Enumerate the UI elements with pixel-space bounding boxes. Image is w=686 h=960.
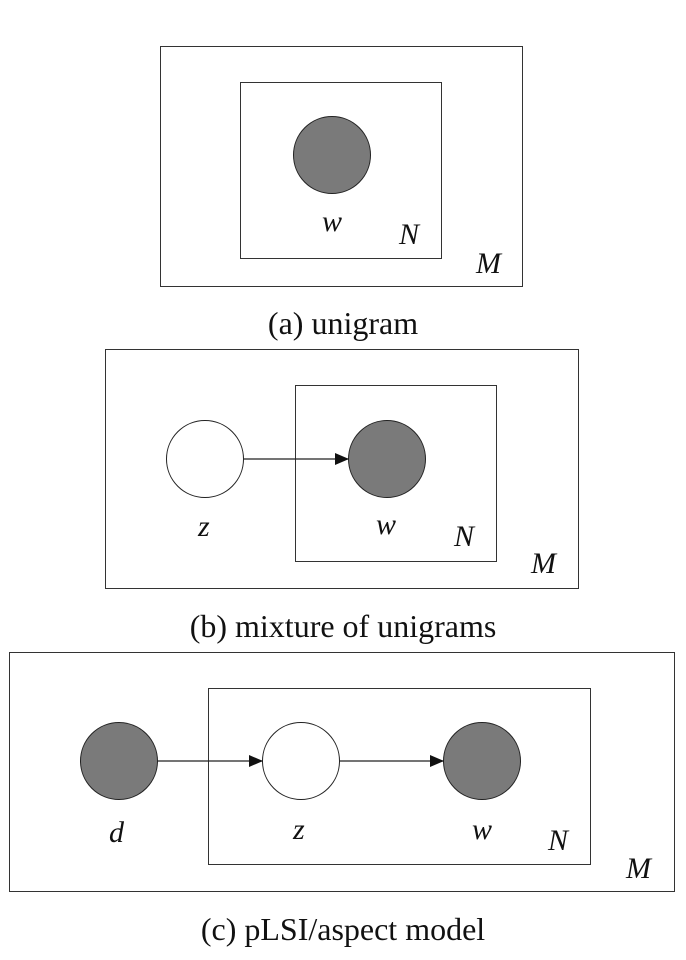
panel-c-label-d: d xyxy=(109,816,124,849)
panel-c-label-w: w xyxy=(472,813,493,846)
panel-c-label-z: z xyxy=(293,813,305,846)
panel-a-label-N: N xyxy=(399,218,420,251)
panel-c-plate-M xyxy=(9,652,675,892)
panel-b-node-z xyxy=(166,420,244,498)
panel-a-label-M: M xyxy=(476,247,501,280)
panel-a-node-w xyxy=(293,116,371,194)
panel-b-label-N: N xyxy=(454,520,475,553)
panel-c-caption: (c) pLSI/aspect model xyxy=(200,911,486,947)
panel-b-label-z: z xyxy=(198,510,210,543)
panel-a-plate-N xyxy=(240,82,442,259)
panel-a-label-w: w xyxy=(322,205,343,238)
panel-b-node-w xyxy=(348,420,426,498)
panel-b-plate-M xyxy=(105,349,579,589)
panel-c-node-z xyxy=(262,722,340,800)
panel-c-label-M: M xyxy=(626,852,651,885)
panel-b-label-w: w xyxy=(376,508,397,541)
panel-b-label-M: M xyxy=(531,547,556,580)
panel-c-plate-N xyxy=(208,688,591,865)
panel-c-label-N: N xyxy=(548,824,569,857)
panel-a-caption: (a) unigram xyxy=(267,305,419,341)
panel-c-node-d xyxy=(80,722,158,800)
panel-c-node-w xyxy=(443,722,521,800)
panel-b-plate-N xyxy=(295,385,497,562)
panel-b-caption: (b) mixture of unigrams xyxy=(189,608,497,644)
panel-a-plate-M xyxy=(160,46,523,287)
